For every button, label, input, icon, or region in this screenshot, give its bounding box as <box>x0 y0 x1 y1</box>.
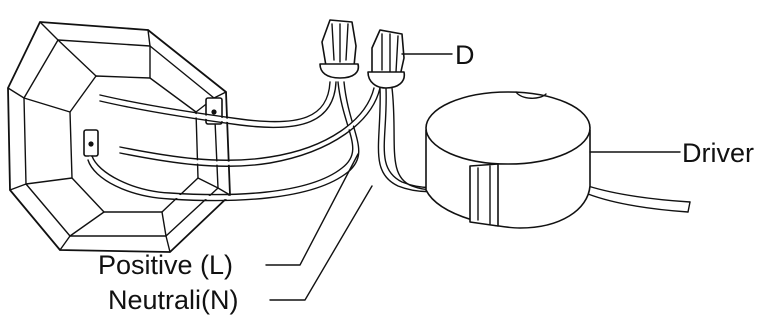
driver-label: Driver <box>682 138 754 168</box>
leader-lines <box>265 53 681 301</box>
round-led-driver-icon <box>425 91 591 229</box>
neutral-label: Neutrali(N) <box>108 285 239 315</box>
wire-bundle <box>87 80 691 213</box>
octagonal-junction-box-icon <box>7 21 231 253</box>
leader-neutral <box>269 185 373 301</box>
wire-nut-connector-icon-left <box>319 19 360 79</box>
wire-nut-connector-icon-right <box>367 29 406 89</box>
connector-label: D <box>455 40 475 70</box>
positive-label: Positive (L) <box>98 250 233 280</box>
leader-positive <box>265 153 359 266</box>
